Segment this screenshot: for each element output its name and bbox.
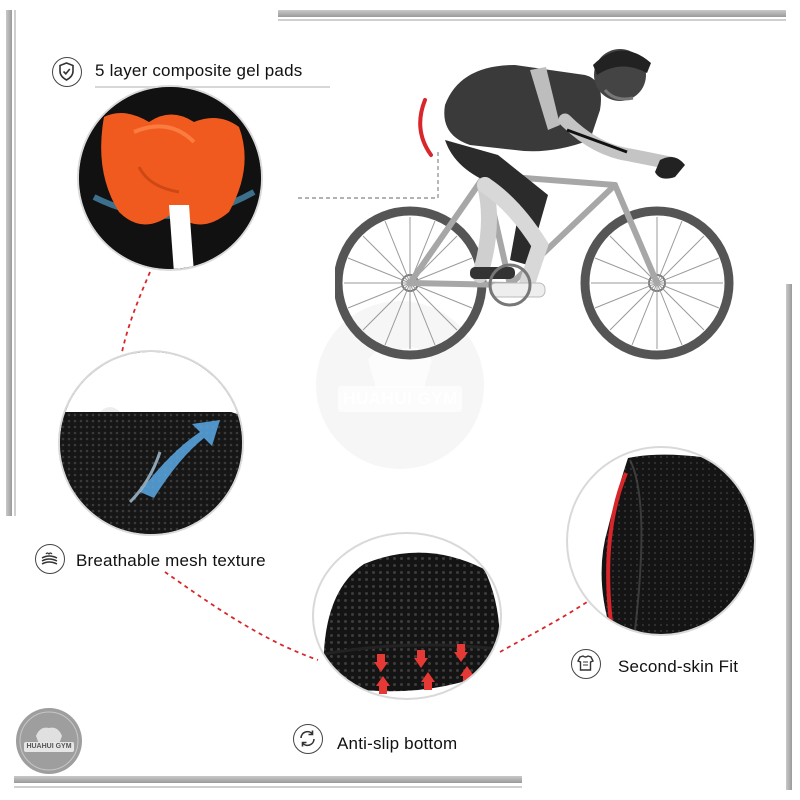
left-frame-bar	[6, 10, 12, 516]
cyclist-illustration	[335, 49, 734, 360]
gel-label-underline	[95, 86, 330, 88]
top-frame-bar	[278, 10, 786, 17]
mesh-label: Breathable mesh texture	[76, 551, 266, 570]
bottom-frame-bar	[14, 776, 522, 783]
fabric-layers-icon	[35, 544, 65, 574]
brand-logo: HUAHUI GYM	[14, 706, 84, 776]
flex-highlight	[418, 98, 433, 157]
second-skin-label: Second-skin Fit	[618, 657, 739, 676]
shield-icon	[52, 57, 82, 87]
brand-logo-text: HUAHUI GYM	[26, 743, 72, 750]
shirt-icon	[571, 649, 601, 679]
top-frame-bar-thin	[278, 19, 786, 21]
rotate-arrows-icon	[293, 724, 323, 754]
second-skin-photo	[566, 446, 756, 636]
anti-slip-photo	[312, 532, 502, 700]
watermark-text: HUAHUI GYM	[343, 389, 458, 408]
anti-slip-label: Anti-slip bottom	[337, 734, 458, 753]
rider	[444, 49, 685, 298]
left-frame-bar-thin	[14, 10, 16, 516]
bottom-frame-bar-thin	[14, 786, 522, 788]
mesh-photo	[58, 350, 244, 536]
right-frame-bar	[786, 284, 792, 790]
gel-pads-label: 5 layer composite gel pads	[95, 61, 303, 80]
gel-pad-photo	[77, 85, 263, 271]
